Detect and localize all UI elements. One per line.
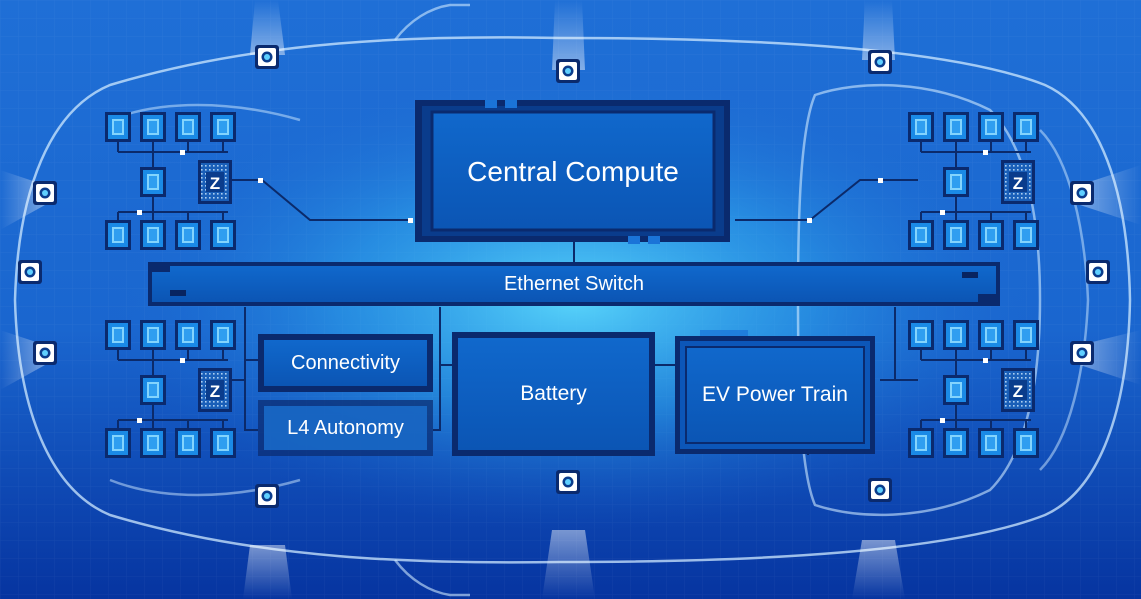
zone-controllers: Z Z Z Z	[105, 112, 1039, 458]
ev-power-train-block	[675, 330, 875, 454]
ecu-chip-icon	[210, 320, 236, 350]
connectivity-block	[258, 334, 433, 392]
ecu-chip-icon	[105, 320, 131, 350]
ecu-chip-icon	[943, 320, 969, 350]
ethernet-switch-block	[148, 262, 1000, 306]
sensor-icon	[556, 59, 580, 83]
zone-chip-letter: Z	[1013, 174, 1023, 193]
zone-controller-chip-icon: Z	[198, 160, 232, 204]
zone-controller-chip-icon: Z	[198, 368, 232, 412]
ecu-chip-icon	[978, 428, 1004, 458]
zone-rear-left: Z	[105, 320, 236, 458]
ecu-chip-icon	[175, 428, 201, 458]
ecu-chip-icon	[1013, 112, 1039, 142]
ecu-chip-icon	[908, 428, 934, 458]
ecu-chip-icon	[175, 220, 201, 250]
zone-controller-chip-icon: Z	[1001, 160, 1035, 204]
ecu-chip-icon	[943, 112, 969, 142]
ecu-chip-icon	[978, 220, 1004, 250]
ecu-chip-icon	[140, 320, 166, 350]
wire-nodes	[258, 178, 883, 223]
ecu-chip-icon	[140, 375, 166, 405]
sensor-icon	[868, 50, 892, 74]
ecu-chip-icon	[105, 112, 131, 142]
ecu-chip-icon	[1013, 220, 1039, 250]
sensor-icon	[556, 470, 580, 494]
ecu-chip-icon	[908, 112, 934, 142]
ecu-chip-icon	[105, 428, 131, 458]
sensor-icon	[255, 484, 279, 508]
ecu-chip-icon	[105, 220, 131, 250]
ecu-chip-icon	[175, 112, 201, 142]
ecu-chip-icon	[175, 320, 201, 350]
sensor-icon	[255, 45, 279, 69]
sensor-icon	[33, 181, 57, 205]
zone-rear-right: Z	[908, 320, 1039, 458]
ecu-chip-icon	[210, 112, 236, 142]
ecu-chip-icon	[140, 112, 166, 142]
sensor-icon	[33, 341, 57, 365]
ecu-chip-icon	[140, 428, 166, 458]
central-compute-block	[415, 100, 730, 244]
ecu-chip-icon	[210, 220, 236, 250]
zone-chip-letter: Z	[1013, 382, 1023, 401]
ecu-chip-icon	[943, 220, 969, 250]
sensor-icon	[1070, 181, 1094, 205]
zone-controller-chip-icon: Z	[1001, 368, 1035, 412]
ecu-chip-icon	[978, 112, 1004, 142]
zone-chip-letter: Z	[210, 382, 220, 401]
battery-block	[452, 332, 655, 456]
zone-front-right: Z	[908, 112, 1039, 250]
l4-autonomy-block	[258, 400, 433, 456]
sensor-group	[18, 45, 1110, 508]
ecu-chip-icon	[908, 220, 934, 250]
ecu-chip-icon	[908, 320, 934, 350]
sensor-icon	[18, 260, 42, 284]
ecu-chip-icon	[978, 320, 1004, 350]
zone-chip-letter: Z	[210, 174, 220, 193]
ecu-chip-icon	[1013, 320, 1039, 350]
zone-front-left: Z	[105, 112, 236, 250]
ecu-chip-icon	[140, 220, 166, 250]
ecu-chip-icon	[210, 428, 236, 458]
ecu-chip-icon	[943, 428, 969, 458]
sensor-icon	[1070, 341, 1094, 365]
sensor-icon	[1086, 260, 1110, 284]
sensor-icon	[868, 478, 892, 502]
ecu-chip-icon	[1013, 428, 1039, 458]
ecu-chip-icon	[943, 375, 969, 405]
ecu-chip-icon	[140, 167, 166, 197]
ecu-chip-icon	[943, 167, 969, 197]
